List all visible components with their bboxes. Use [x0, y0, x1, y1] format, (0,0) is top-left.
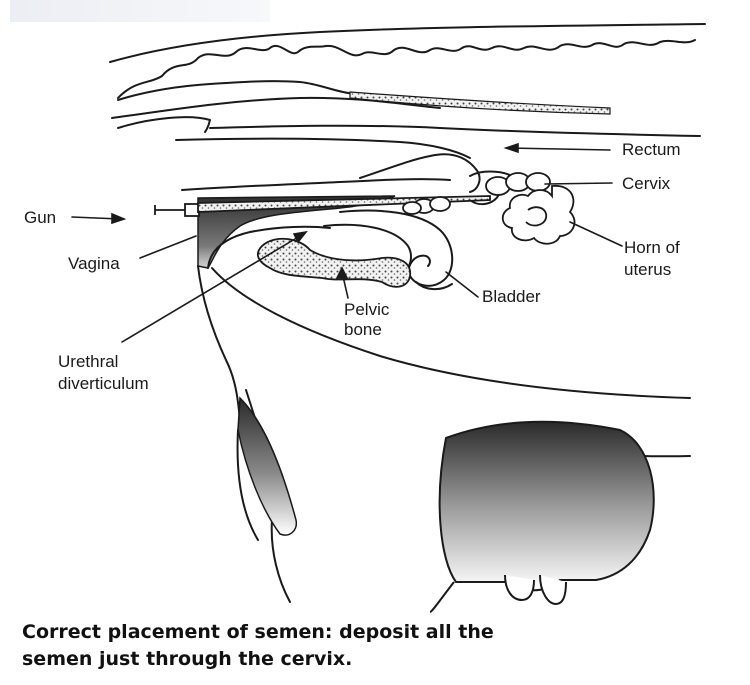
rectum-leader	[508, 148, 610, 150]
arm-outline	[360, 154, 480, 192]
label-pelvic-line1: Pelvic	[344, 300, 389, 319]
label-urethral-line2: diverticulum	[58, 374, 149, 393]
rectum-lower	[182, 179, 450, 190]
rectum-upper	[176, 139, 470, 158]
udder	[430, 422, 654, 612]
caption-line-2: semen just through the cervix.	[22, 646, 722, 673]
rectum-arrowhead	[506, 144, 518, 152]
vertebrae-outline	[118, 40, 695, 98]
label-cervix: Cervix	[622, 174, 670, 193]
figure-caption: Correct placement of semen: deposit all …	[22, 619, 722, 673]
label-rectum: Rectum	[622, 140, 681, 159]
label-vagina: Vagina	[68, 254, 120, 273]
horn-leader	[570, 222, 622, 246]
label-horn-line2: uterus	[624, 260, 671, 279]
cervix-leader	[545, 183, 612, 184]
label-gun: Gun	[24, 208, 56, 227]
caption-line-1: Correct placement of semen: deposit all …	[22, 619, 722, 646]
label-urethral-line1: Urethral	[58, 352, 118, 371]
label-pelvic-line2: bone	[344, 320, 382, 339]
pelvis-line	[210, 126, 700, 136]
belly-line	[212, 268, 690, 398]
pelvic-bone	[258, 239, 410, 287]
label-bladder: Bladder	[482, 287, 541, 306]
vagina-leader	[140, 236, 196, 258]
label-horn-line1: Horn of	[624, 238, 680, 257]
gun-arrowhead	[112, 214, 124, 223]
back-line-2	[118, 117, 210, 132]
uterine-horn	[503, 186, 575, 244]
